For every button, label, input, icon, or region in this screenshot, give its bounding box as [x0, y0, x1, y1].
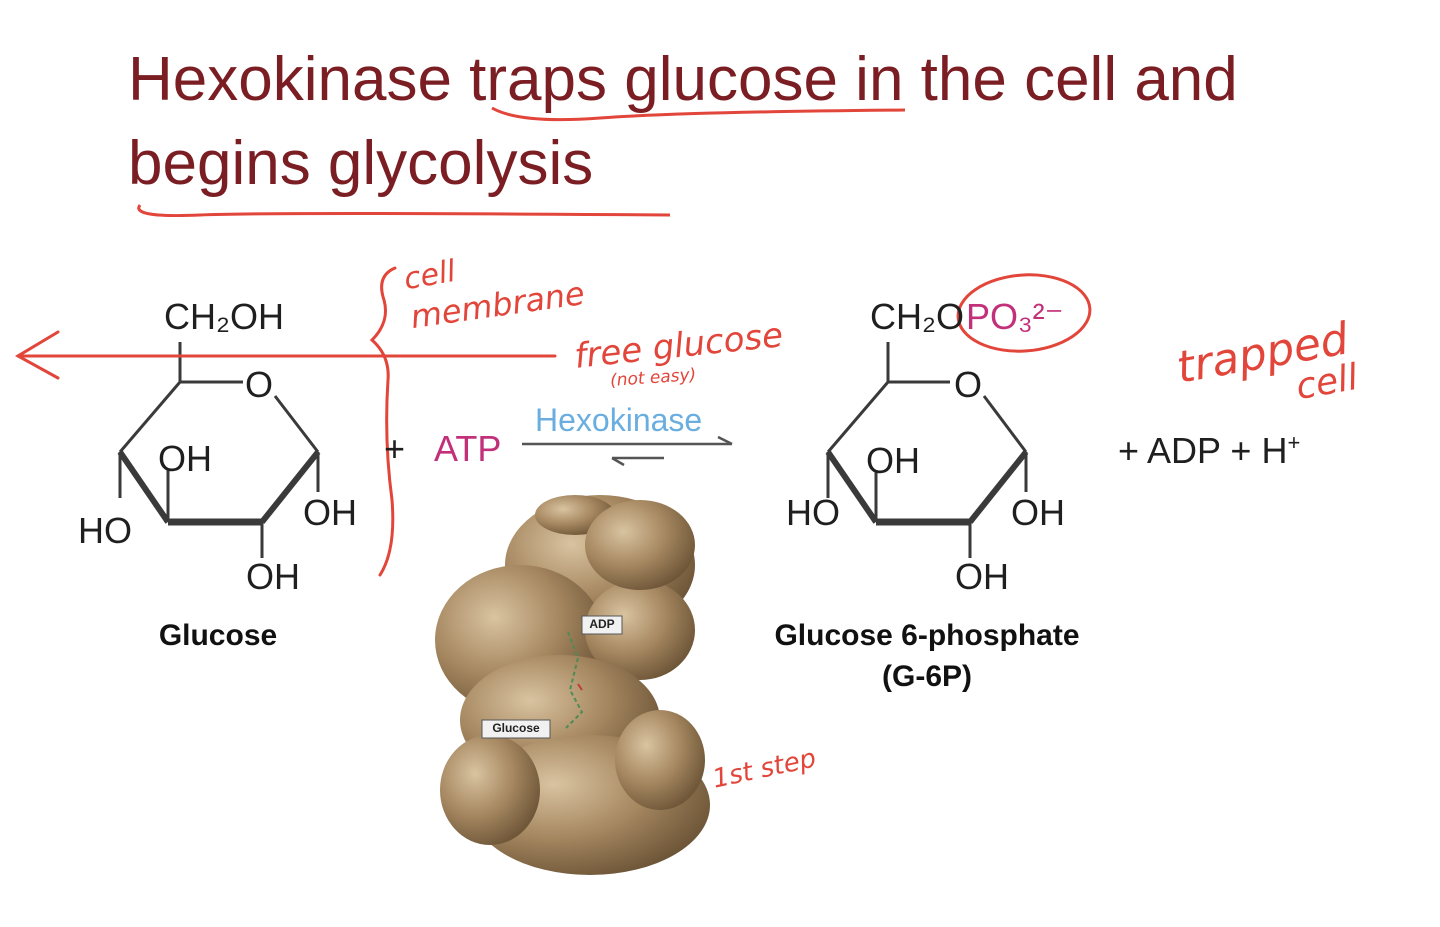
membrane-brace	[369, 266, 397, 577]
g6p-ho: HO	[786, 492, 840, 533]
ligand-highlight	[565, 631, 584, 729]
protein-blob	[435, 495, 710, 875]
reaction-arrows	[522, 435, 733, 467]
products-tail: + ADP + H+	[1118, 430, 1300, 472]
enzyme-label: Hexokinase	[535, 402, 703, 438]
glucose-ring-o: O	[245, 364, 274, 405]
glucose-oh-right: OH	[303, 492, 357, 533]
membrane-arrow	[14, 330, 557, 380]
glucose-name: Glucose	[158, 619, 278, 652]
glucose-ho: HO	[78, 510, 132, 551]
title-underline-1	[491, 106, 906, 122]
plus-sign: +	[384, 428, 406, 469]
products-text: + ADP + H	[1118, 430, 1288, 471]
g6p-oh-left: OH	[866, 440, 920, 481]
glucose-ring	[117, 342, 321, 558]
atp-label: ATP	[434, 428, 502, 469]
adp-tag: ADP	[589, 617, 615, 631]
g6p-abbrev: (G-6P)	[882, 660, 972, 693]
glucose-ch2oh: CH₂OH	[164, 296, 284, 337]
slide-title: Hexokinase traps glucose in the cell and…	[128, 45, 1238, 198]
title-underline-2	[137, 204, 671, 218]
g6p-ring	[825, 342, 1029, 558]
g6p-ch2o: CH₂O	[870, 296, 964, 337]
g6p-name: Glucose 6-phosphate	[774, 619, 1080, 652]
g6p-ring-o: O	[954, 364, 983, 405]
g6p-po3: PO₃²⁻	[966, 296, 1064, 337]
phosphate-circle	[956, 273, 1092, 353]
g6p-oh-bottom: OH	[955, 556, 1009, 597]
glucose-tag: Glucose	[492, 721, 540, 735]
g6p-oh-right: OH	[1011, 492, 1065, 533]
glucose-oh-left: OH	[158, 438, 212, 479]
h-superscript: +	[1287, 430, 1301, 455]
glucose-oh-bottom: OH	[246, 556, 300, 597]
